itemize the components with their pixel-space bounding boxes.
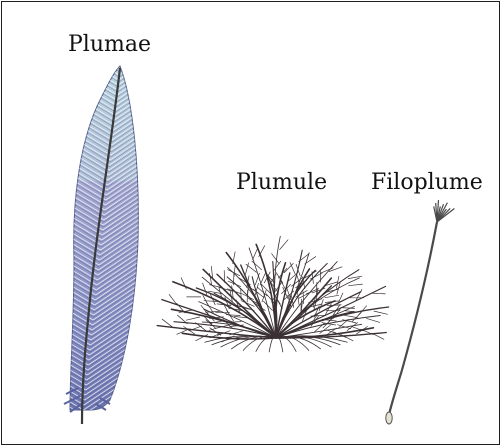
filoplume-shaft: [389, 222, 437, 415]
filoplume-tuft: [434, 200, 455, 222]
down-feather-drawing: [157, 236, 388, 352]
filoplume-calamus: [386, 412, 392, 424]
contour-feather-drawing: [33, 30, 180, 424]
filoplume-feather-drawing: [386, 200, 455, 424]
